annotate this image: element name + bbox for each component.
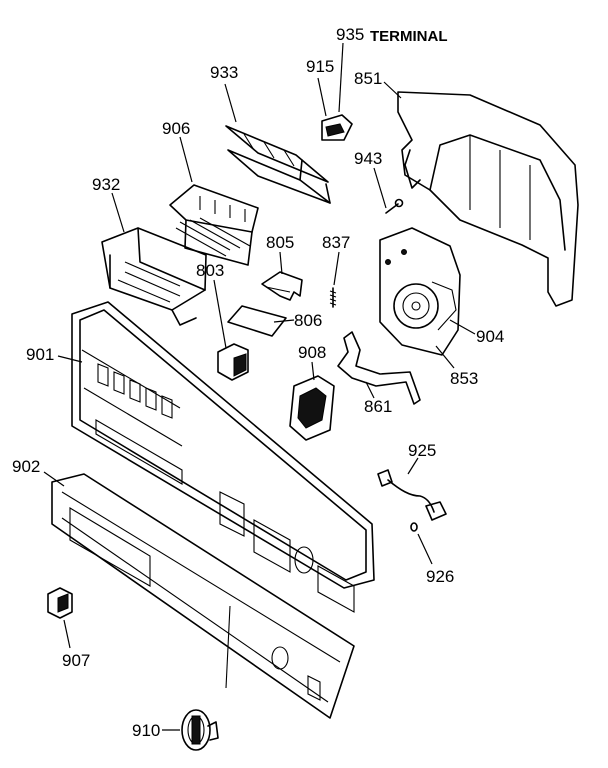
callout-837: 837 [322, 233, 350, 252]
part-901-control-panel [71, 301, 375, 613]
part-906-switch-block [169, 184, 259, 266]
callout-908: 908 [298, 343, 326, 362]
part-805-bracket [261, 271, 303, 301]
part-925-wire-harness [377, 469, 447, 521]
callout-907: 907 [62, 651, 90, 670]
leader-803 [213, 279, 227, 349]
callout-labels: 935 933 915 851 906 943 932 805 837 803 … [12, 25, 504, 740]
leader-806 [273, 319, 295, 323]
part-803-button [217, 343, 249, 381]
leader-926 [417, 533, 433, 565]
part-932-switch [101, 227, 207, 326]
callout-926: 926 [426, 567, 454, 586]
callout-853: 853 [450, 369, 478, 388]
leader-935 [338, 42, 344, 113]
callout-851: 851 [354, 69, 382, 88]
callout-902: 902 [12, 457, 40, 476]
leader-915 [317, 77, 327, 117]
part-943-screw [385, 198, 404, 214]
part-861-lever [337, 331, 421, 405]
part-851-housing [397, 91, 579, 307]
leader-lines [43, 42, 476, 731]
leader-861 [365, 381, 375, 399]
terminal-heading: TERMINAL [370, 28, 448, 45]
leader-851 [383, 81, 402, 99]
leader-933 [224, 83, 237, 123]
callout-910: 910 [132, 721, 160, 740]
callout-861: 861 [364, 397, 392, 416]
leader-925 [407, 457, 419, 475]
callout-935: 935 [336, 25, 364, 44]
callout-805: 805 [266, 233, 294, 252]
callout-803: 803 [196, 261, 224, 280]
callout-901: 901 [26, 345, 54, 364]
leader-932 [111, 192, 125, 233]
callout-943: 943 [354, 149, 382, 168]
part-926-washer [410, 522, 418, 532]
part-902-faceplate [51, 473, 355, 719]
callout-906: 906 [162, 119, 190, 138]
leader-904 [449, 319, 476, 335]
part-915-terminal-connector [321, 114, 353, 141]
leader-837 [333, 251, 340, 286]
part-908-relay [289, 375, 335, 441]
leader-853 [435, 345, 455, 369]
leader-908 [311, 361, 315, 381]
callout-933: 933 [210, 63, 238, 82]
callout-904: 904 [476, 327, 504, 346]
part-933-tray [225, 125, 331, 204]
part-904-timer-motor [379, 227, 461, 356]
callout-925: 925 [408, 441, 436, 460]
leader-902 [43, 471, 65, 487]
part-837-spring [329, 287, 337, 308]
callout-932: 932 [92, 175, 120, 194]
part-806-label [227, 305, 287, 337]
callout-915: 915 [306, 57, 334, 76]
leader-805 [279, 251, 283, 275]
part-907-knob [47, 587, 73, 619]
leader-907 [63, 619, 71, 649]
part-910-knob [181, 709, 219, 751]
callout-806: 806 [294, 311, 322, 330]
leader-901 [57, 355, 83, 363]
leader-943 [373, 167, 387, 209]
leader-906 [179, 136, 193, 183]
